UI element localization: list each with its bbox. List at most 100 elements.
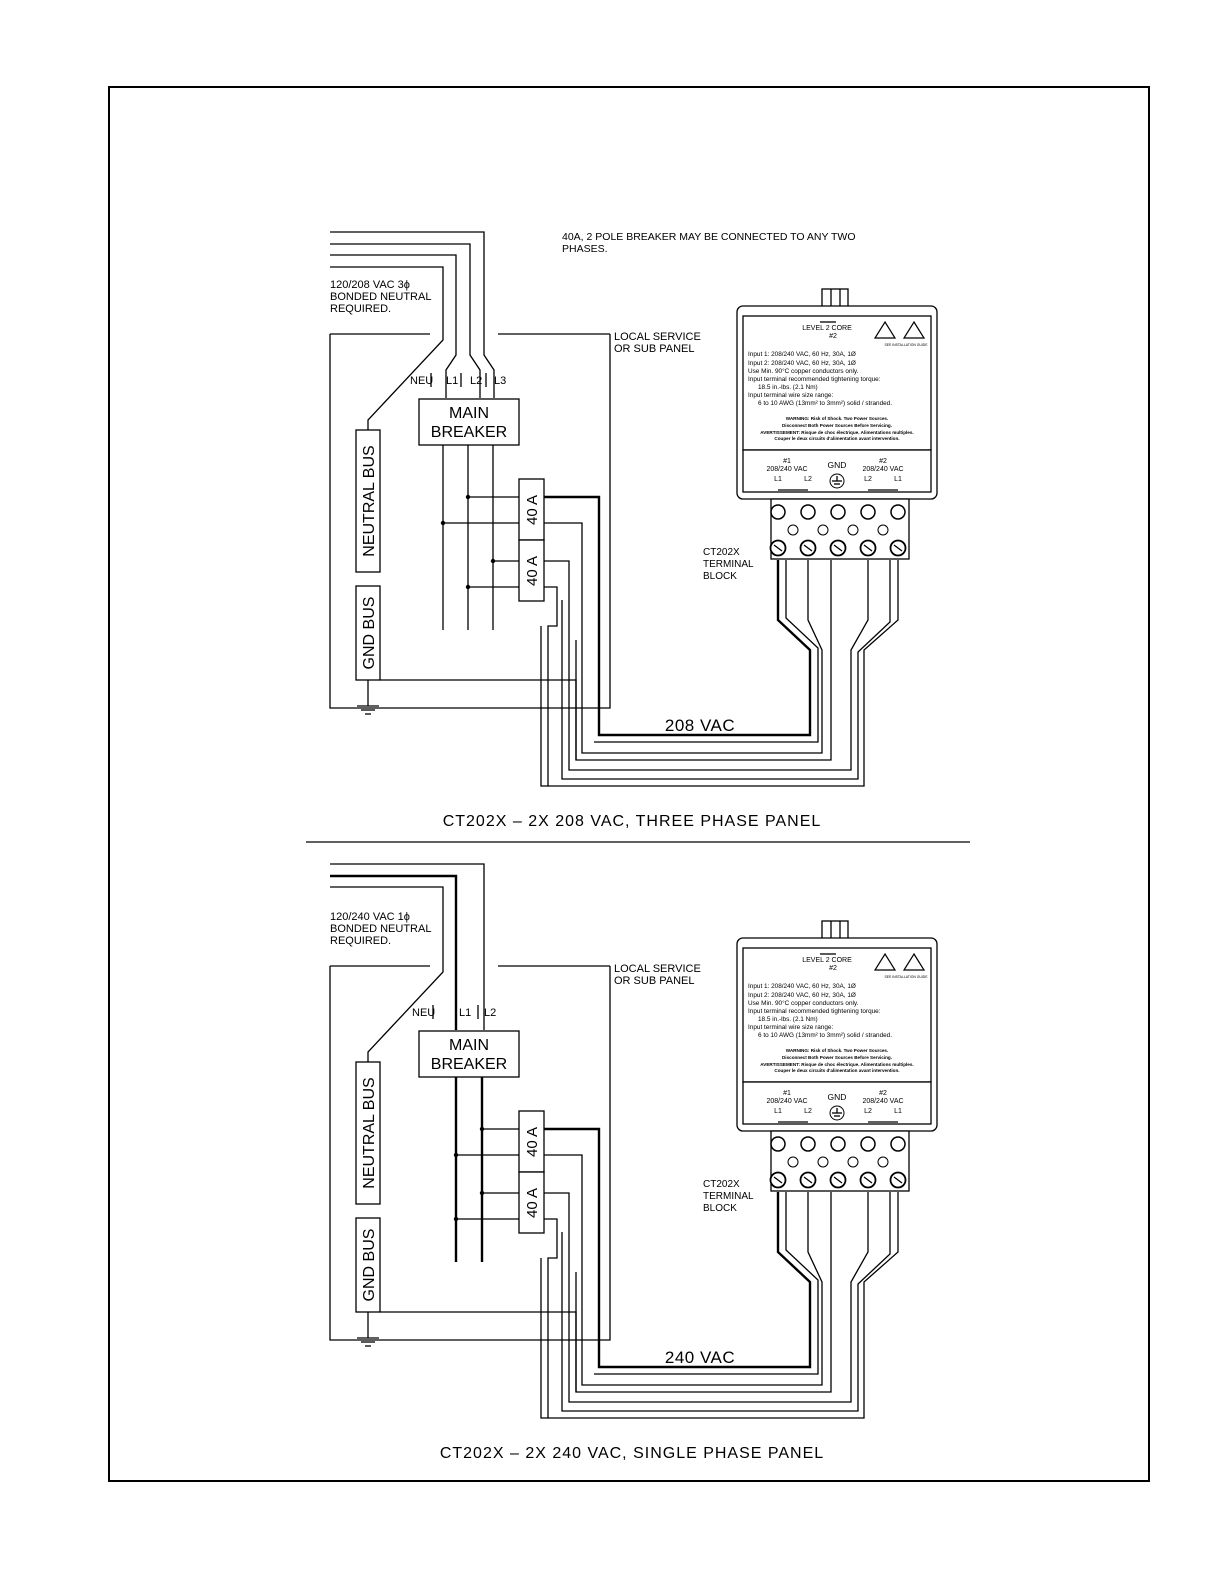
- main-breaker-label: BREAKER: [431, 1056, 507, 1073]
- supply-wire-neutral: [330, 266, 444, 430]
- terminal-separator: [877, 524, 889, 536]
- output-wire-l1-input1: [544, 1127, 812, 1369]
- terminal-separator: [877, 1156, 889, 1168]
- spec-line: Input 1: 208/240 VAC, 60 Hz, 30A, 1Ø: [748, 983, 856, 990]
- icon-caption: SEE INSTALLATION GUIDE: [884, 975, 928, 979]
- warning-icon: [873, 320, 897, 339]
- warning-line: WARNING: Risk of Shock. Two Power Source…: [786, 416, 889, 421]
- warning-icon: [873, 952, 897, 971]
- input1-voltage: 208/240 VAC: [766, 466, 807, 473]
- output-wire-return: [561, 560, 891, 780]
- charger-header: LEVEL 2 CORE: [802, 957, 852, 964]
- terminal-separator: [847, 1156, 859, 1168]
- junction-dot: [465, 584, 471, 590]
- main-breaker-label: BREAKER: [431, 424, 507, 441]
- breaker-label: 40 A: [524, 1127, 541, 1157]
- gnd-bus-label: GND BUS: [361, 1229, 378, 1302]
- output-wire-tail: [540, 1258, 548, 1419]
- spec-line: Use Min. 90°C copper conductors only.: [748, 999, 859, 1007]
- screw-slot: [773, 544, 783, 552]
- supply-wire-l1: [330, 254, 457, 398]
- terminal-block-label: CT202X: [703, 1179, 740, 1190]
- terminal-separator: [817, 1156, 829, 1168]
- charger-sub: #2: [829, 965, 837, 972]
- warning-line: Disconnect Both Power Sources Before Ser…: [782, 423, 892, 428]
- bus-label: L3: [494, 375, 506, 387]
- diagram-caption: CT202X – 2X 240 VAC, SINGLE PHASE PANEL: [440, 1445, 824, 1462]
- junction-dot: [465, 494, 471, 500]
- warning-line: Couper le deux circuits d'alimentation a…: [774, 1068, 899, 1073]
- bus-label: L1: [459, 1007, 471, 1019]
- supply-label: REQUIRED.: [330, 303, 391, 315]
- terminal-screw-icon: [890, 1136, 906, 1152]
- spec-line: Input terminal recommended tightening to…: [748, 1008, 881, 1015]
- terminal-separator: [787, 1156, 799, 1168]
- drawing-frame: [108, 86, 1150, 1482]
- neutral-bus-label: NEUTRAL BUS: [361, 445, 378, 556]
- panel-label: LOCAL SERVICE: [614, 331, 701, 343]
- output-wire-l2-input1: [544, 1154, 823, 1386]
- terminal-block-label: CT202X: [703, 547, 740, 558]
- terminal-screw-icon: [770, 1136, 786, 1152]
- charger-label-area: [742, 315, 932, 451]
- bus-label: L2: [470, 375, 482, 387]
- spec-line: 6 to 10 AWG (13mm² to 3mm²) solid / stra…: [758, 400, 892, 407]
- gnd-bus-wire: [380, 679, 577, 760]
- gnd-terminal-label: GND: [828, 1092, 847, 1102]
- supply-wire: [330, 863, 485, 1030]
- panel-label: OR SUB PANEL: [614, 975, 695, 987]
- gnd-bus-wire: [380, 1311, 577, 1392]
- voltage-label: 240 VAC: [665, 1348, 735, 1367]
- main-breaker: [418, 1030, 520, 1078]
- terminal-screw-icon: [770, 504, 786, 520]
- screw-slot: [863, 1176, 873, 1184]
- screw-slot: [803, 1176, 813, 1184]
- warning-line: Disconnect Both Power Sources Before Ser…: [782, 1055, 892, 1060]
- main-breaker-label: MAIN: [449, 1037, 489, 1054]
- input1-voltage: 208/240 VAC: [766, 1098, 807, 1105]
- panel-outline: [329, 966, 611, 1341]
- bus-label: NEU: [412, 1007, 435, 1019]
- output-wire-l2-input1: [544, 522, 823, 754]
- terminal-screw-icon: [830, 1136, 846, 1152]
- output-wire-l1-input1: [544, 495, 812, 737]
- supply-label: REQUIRED.: [330, 935, 391, 947]
- main-breaker: [418, 398, 520, 446]
- output-wire-l2-input2: [544, 1192, 869, 1403]
- output-wire-return: [561, 1192, 891, 1412]
- screw-slot: [893, 544, 903, 552]
- bus-label: L1: [446, 375, 458, 387]
- breaker-label: 40 A: [524, 556, 541, 586]
- screw-slot: [773, 1176, 783, 1184]
- charger-terminal-legend: [742, 449, 932, 493]
- terminal-block-label: BLOCK: [703, 1203, 737, 1214]
- spec-line: Input 1: 208/240 VAC, 60 Hz, 30A, 1Ø: [748, 351, 856, 358]
- spec-line: Input terminal wire size range:: [748, 392, 833, 399]
- terminal-separator: [847, 524, 859, 536]
- terminal-block-label: TERMINAL: [703, 1191, 754, 1202]
- gnd-terminal-label: GND: [828, 460, 847, 470]
- voltage-label: 208 VAC: [665, 716, 735, 735]
- spec-line: Input terminal wire size range:: [748, 1024, 833, 1031]
- junction-dot: [490, 558, 496, 564]
- warning-line: AVERTISSEMENT: Risque de choc électrique…: [760, 1062, 913, 1067]
- output-wire-return: [594, 560, 819, 743]
- panel-label: LOCAL SERVICE: [614, 963, 701, 975]
- charger-header: LEVEL 2 CORE: [802, 325, 852, 332]
- junction-dot: [453, 1152, 459, 1158]
- supply-label: 120/208 VAC 3ϕ: [330, 279, 410, 291]
- spec-line: 6 to 10 AWG (13mm² to 3mm²) solid / stra…: [758, 1032, 892, 1039]
- ground-icon: [829, 1105, 845, 1121]
- terminal-screw-icon: [800, 1136, 816, 1152]
- warning-line: AVERTISSEMENT: Risque de choc électrique…: [760, 430, 913, 435]
- supply-label: 120/240 VAC 1ϕ: [330, 911, 410, 923]
- terminal-separator: [787, 524, 799, 536]
- supply-wire-neutral: [330, 886, 444, 1062]
- spec-line: 18.5 in.-lbs. (2.1 Nm): [758, 1016, 818, 1023]
- supply-label: BONDED NEUTRAL: [330, 291, 431, 303]
- breaker-label: 40 A: [524, 1188, 541, 1218]
- input2-voltage: 208/240 VAC: [862, 466, 903, 473]
- charger-label-area: [742, 947, 932, 1083]
